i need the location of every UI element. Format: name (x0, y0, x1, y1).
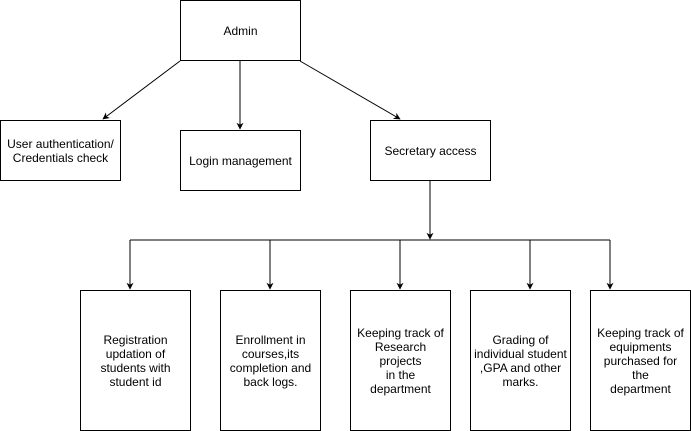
login-management-node-label: Login management (189, 153, 292, 168)
enrollment-node: Enrollment in courses,its completion and… (220, 290, 321, 431)
research-projects-node: Keeping track of Research projects in th… (350, 290, 451, 431)
login-management-node: Login management (180, 130, 301, 191)
user-auth-node-label: User authentication/ Credentials check (7, 136, 114, 165)
registration-node-label: Registration updation of students with s… (100, 332, 171, 389)
edge-admin-to-secretary (299, 60, 401, 120)
user-auth-node: User authentication/ Credentials check (0, 120, 121, 181)
edge-admin-to-user-auth (102, 60, 181, 120)
secretary-access-node-label: Secretary access (384, 143, 477, 158)
grading-node-label: Grading of individual student ,GPA and o… (474, 332, 567, 389)
registration-node: Registration updation of students with s… (80, 290, 191, 431)
admin-node-label: Admin (223, 23, 258, 38)
enrollment-node-label: Enrollment in courses,its completion and… (229, 332, 312, 389)
equipment-node-label: Keeping track of equipments purchased fo… (597, 325, 684, 396)
research-projects-node-label: Keeping track of Research projects in th… (357, 325, 444, 396)
secretary-access-node: Secretary access (370, 120, 491, 181)
equipment-node: Keeping track of equipments purchased fo… (590, 290, 691, 431)
grading-node: Grading of individual student ,GPA and o… (470, 290, 571, 431)
admin-node: Admin (180, 0, 301, 61)
